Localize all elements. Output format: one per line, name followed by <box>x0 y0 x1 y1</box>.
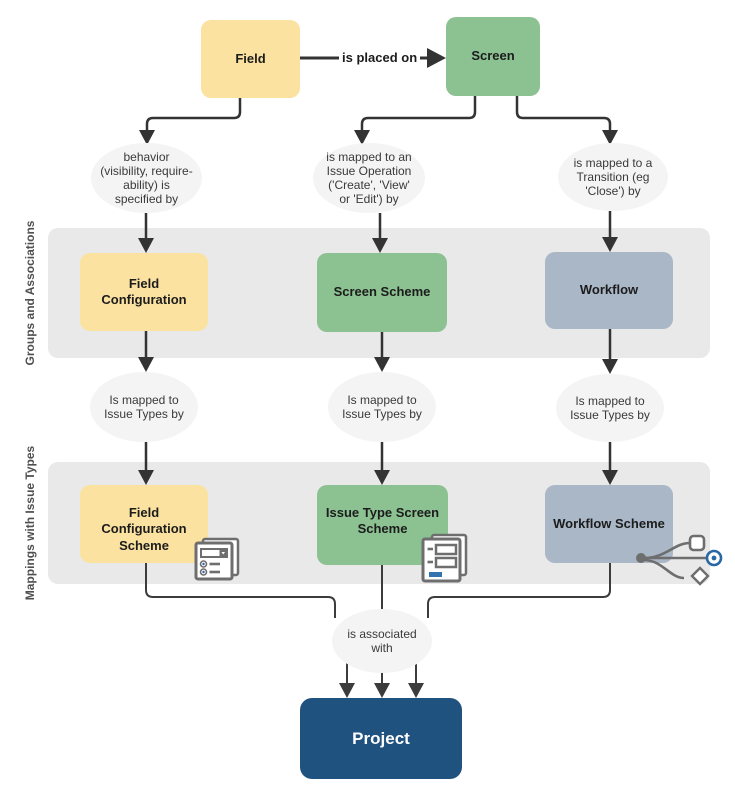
screens-stack-icon <box>421 533 468 583</box>
band-label-mappings-with-issue-types: Mappings with Issue Types <box>23 445 37 601</box>
edge-label-is-placed-on: is placed on <box>339 49 421 67</box>
node-field-configuration: Field Configuration <box>80 253 208 331</box>
arrowhead-into-screen <box>427 48 446 68</box>
arrowhead-project-right <box>408 683 424 698</box>
arrowhead-mapped-3 <box>602 359 618 374</box>
arrowhead-mapped-2 <box>374 357 390 372</box>
ellipse-behavior-specified-by: behavior (visibility, require- ability) … <box>91 143 202 213</box>
node-field: Field <box>201 20 300 98</box>
ellipse-mapped-issue-types-2: Is mapped to Issue Types by <box>328 372 436 442</box>
node-workflow-scheme: Workflow Scheme <box>545 485 673 563</box>
node-workflow: Workflow <box>545 252 673 329</box>
arrowhead-project-mid <box>374 683 390 698</box>
ellipse-mapped-issue-types-3: Is mapped to Issue Types by <box>556 374 664 442</box>
node-project: Project <box>300 698 462 779</box>
ellipse-issue-operation-by: is mapped to an Issue Operation ('Create… <box>313 143 425 213</box>
ellipse-mapped-issue-types-1: Is mapped to Issue Types by <box>90 372 198 442</box>
form-fields-icon <box>194 537 240 581</box>
arrowhead-mapped-1 <box>138 357 154 372</box>
connector-field-to-behavior <box>145 98 242 130</box>
connector-screen-to-issue-operation <box>360 96 477 130</box>
workflow-branch-icon <box>636 534 723 586</box>
node-field-configuration-scheme: Field Configuration Scheme <box>80 485 208 563</box>
band-label-groups-and-associations: Groups and Associations <box>23 220 37 366</box>
ellipse-transition-by: is mapped to a Transition (eg 'Close') b… <box>558 143 668 211</box>
arrowhead-project-left <box>339 683 355 698</box>
ellipse-is-associated-with: is associated with <box>332 609 432 673</box>
node-screen-scheme: Screen Scheme <box>317 253 447 332</box>
node-screen: Screen <box>446 17 540 96</box>
connector-screen-to-transition <box>515 96 612 130</box>
